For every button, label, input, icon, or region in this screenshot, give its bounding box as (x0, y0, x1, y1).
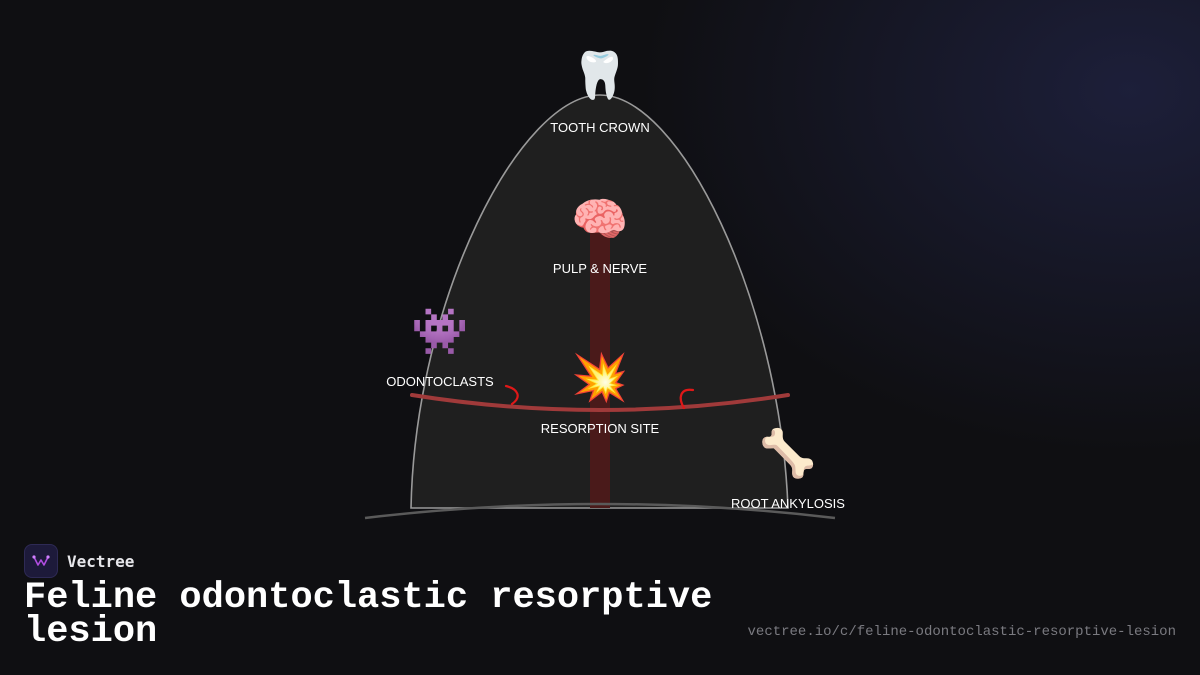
source-url[interactable]: vectree.io/c/feline-odontoclastic-resorp… (747, 624, 1176, 640)
resorption-hook-right (679, 388, 695, 410)
brand-name: Vectree (67, 551, 135, 571)
brain-icon: 🧠 (571, 193, 629, 245)
label-odontoclasts: ODONTOCLASTS (386, 374, 494, 389)
brand: Vectree (24, 544, 134, 578)
pulp-canal (590, 228, 610, 508)
label-root-ankylosis: ROOT ANKYLOSIS (731, 496, 845, 511)
space-invader-icon: 👾 (411, 305, 469, 357)
page-title: Feline odontoclastic resorptive lesion (24, 577, 713, 653)
resorption-hook-left (504, 384, 519, 406)
gum-line (364, 502, 836, 520)
label-pulp-nerve: PULP & NERVE (552, 261, 648, 276)
resorption-line (410, 393, 790, 412)
label-resorption-site: RESORPTION SITE (540, 421, 660, 436)
bone-icon: 🦴 (759, 427, 817, 479)
tooth-icon: 🦷 (571, 49, 629, 101)
label-tooth-crown: TOOTH CROWN (550, 120, 650, 135)
collision-icon: 💥 (571, 351, 629, 403)
vectree-logo-icon (24, 544, 58, 578)
